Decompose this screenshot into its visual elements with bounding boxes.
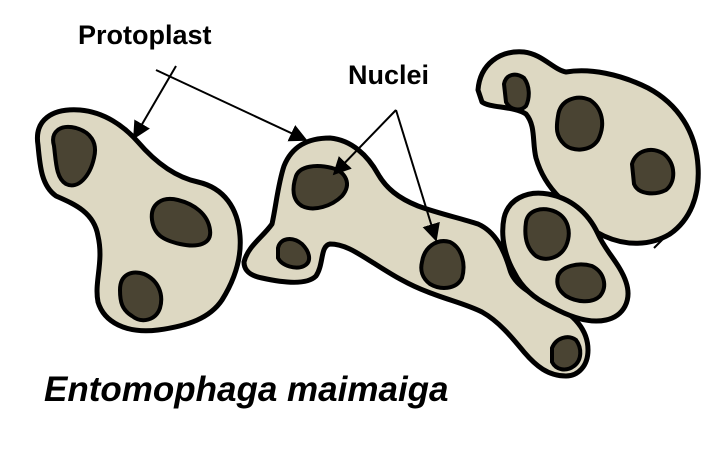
nucleus (276, 237, 311, 270)
nucleus (502, 72, 531, 112)
protoplast-upper-right (475, 49, 701, 249)
nucleus (630, 147, 676, 196)
nucleus (523, 207, 571, 261)
protoplast-middle (241, 135, 591, 379)
cell-edge-tick (653, 231, 671, 249)
nucleus (555, 262, 607, 304)
protoplast-lower-right (500, 190, 631, 324)
nucleus (419, 239, 466, 290)
species-name: Entomophaga maimaiga (44, 370, 449, 409)
nuclei-label: Nuclei (348, 60, 430, 90)
protoplast-left (34, 107, 243, 334)
nucleus (118, 270, 164, 323)
nucleus (51, 125, 97, 188)
protoplast-arrows (133, 65, 308, 142)
nuclei-arrows (332, 109, 440, 242)
nuclei-arrow-right (395, 109, 440, 242)
nucleus (291, 164, 349, 211)
nucleus (149, 197, 213, 248)
protoplast-arrow-middle (155, 69, 308, 142)
protoplast-label: Protoplast (78, 20, 212, 50)
nucleus (554, 95, 605, 152)
nucleus (550, 335, 583, 372)
nuclei-arrow-left (332, 109, 397, 176)
protoplast-arrow-left (133, 65, 177, 140)
